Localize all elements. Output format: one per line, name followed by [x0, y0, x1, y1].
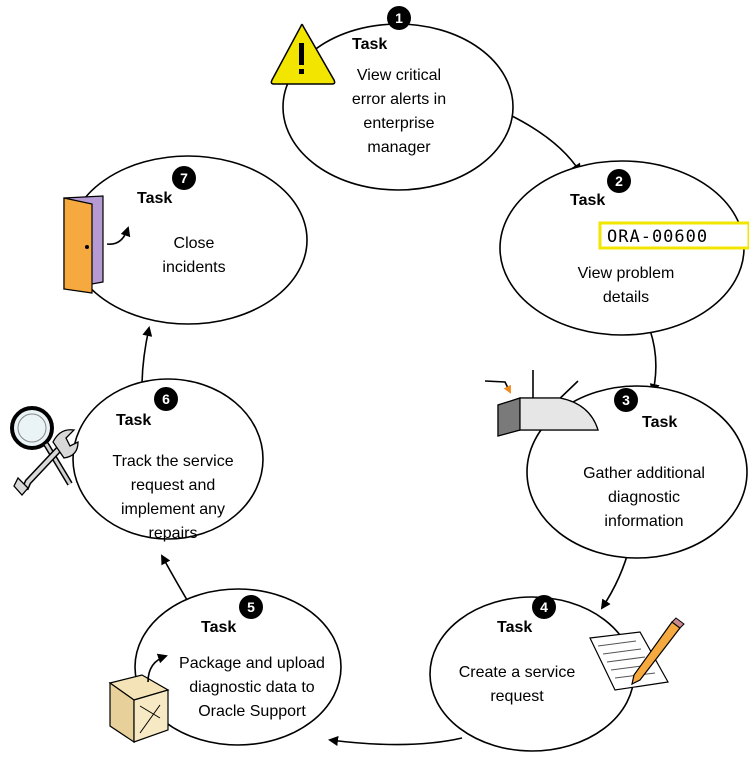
- task-7-badge: [172, 166, 196, 190]
- task-6-ellipse: [72, 378, 264, 540]
- task-4: 4 Task Create a service request: [459, 595, 576, 705]
- task-4-label: Task: [497, 619, 532, 636]
- task-3-line-1: Gather additional: [583, 465, 705, 482]
- connector-6-to-7: [141, 326, 153, 388]
- anvil-icon: [484, 370, 599, 437]
- task-5: 5 Task Package and upload diagnostic dat…: [179, 595, 325, 720]
- door-exit-icon: [63, 195, 131, 294]
- task-1-badge: [387, 6, 411, 30]
- task-1-line-4: manager: [367, 139, 431, 156]
- task-3-line-2: diagnostic: [608, 489, 680, 506]
- task-3-label: Task: [642, 414, 677, 431]
- task-6: 6 Task Track the service request and imp…: [112, 387, 234, 542]
- task-7: 7 Task Close incidents: [137, 166, 226, 276]
- task-1-line-1: View critical: [357, 67, 441, 84]
- warning-icon: [270, 23, 336, 85]
- task-7-line-1: Close: [174, 235, 215, 252]
- magnifier-wrench-icon: [10, 406, 79, 496]
- task-1-label: Task: [352, 36, 387, 53]
- task-5-ellipse: [134, 588, 342, 746]
- package-icon: [108, 653, 170, 744]
- task-7-label: Task: [137, 190, 172, 207]
- task-7-line-2: incidents: [162, 259, 225, 276]
- task-4-number: 4: [540, 599, 548, 615]
- task-3-badge: [614, 388, 638, 412]
- task-1-number: 1: [395, 10, 403, 26]
- task-6-line-4: repairs: [149, 525, 198, 542]
- connector-1-to-2: [509, 114, 582, 174]
- task-5-number: 5: [247, 599, 255, 615]
- document-pen-icon: [589, 617, 685, 691]
- task-5-badge: [239, 595, 263, 619]
- task-5-line-1: Package and upload: [179, 655, 325, 672]
- task-4-badge: [532, 595, 556, 619]
- task-2-line-2: details: [603, 289, 649, 306]
- task-3-number: 3: [622, 392, 630, 408]
- task-6-number: 6: [162, 391, 170, 407]
- task-6-line-1: Track the service: [112, 453, 233, 470]
- connector-2-to-3: [649, 329, 660, 394]
- task-2: 2 Task View problem details: [570, 169, 674, 306]
- task-2-line-1: View problem: [578, 265, 675, 282]
- connector-4-to-5: [328, 736, 463, 746]
- error-code-text: ORA-00600: [607, 227, 708, 247]
- task-5-label: Task: [201, 619, 236, 636]
- task-3: 3 Task Gather additional diagnostic info…: [583, 388, 705, 530]
- task-6-label: Task: [116, 412, 151, 429]
- task-3-line-3: information: [604, 513, 683, 530]
- task-1-line-3: enterprise: [363, 115, 434, 132]
- task-5-line-2: diagnostic data to: [189, 679, 315, 696]
- task-7-number: 7: [180, 170, 188, 186]
- task-1: 1 Task View critical error alerts in ent…: [352, 6, 446, 156]
- task-4-line-1: Create a service: [459, 664, 576, 681]
- task-2-number: 2: [615, 173, 623, 189]
- task-2-label: Task: [570, 192, 605, 209]
- task-6-badge: [154, 387, 178, 411]
- task-2-badge: [607, 169, 631, 193]
- task-1-line-2: error alerts in: [352, 91, 446, 108]
- task-5-line-3: Oracle Support: [198, 703, 306, 720]
- task-6-line-2: request and: [131, 477, 216, 494]
- error-code-icon: ORA-00600: [598, 221, 749, 250]
- task-4-line-2: request: [490, 688, 544, 705]
- task-6-line-3: implement any: [121, 501, 225, 518]
